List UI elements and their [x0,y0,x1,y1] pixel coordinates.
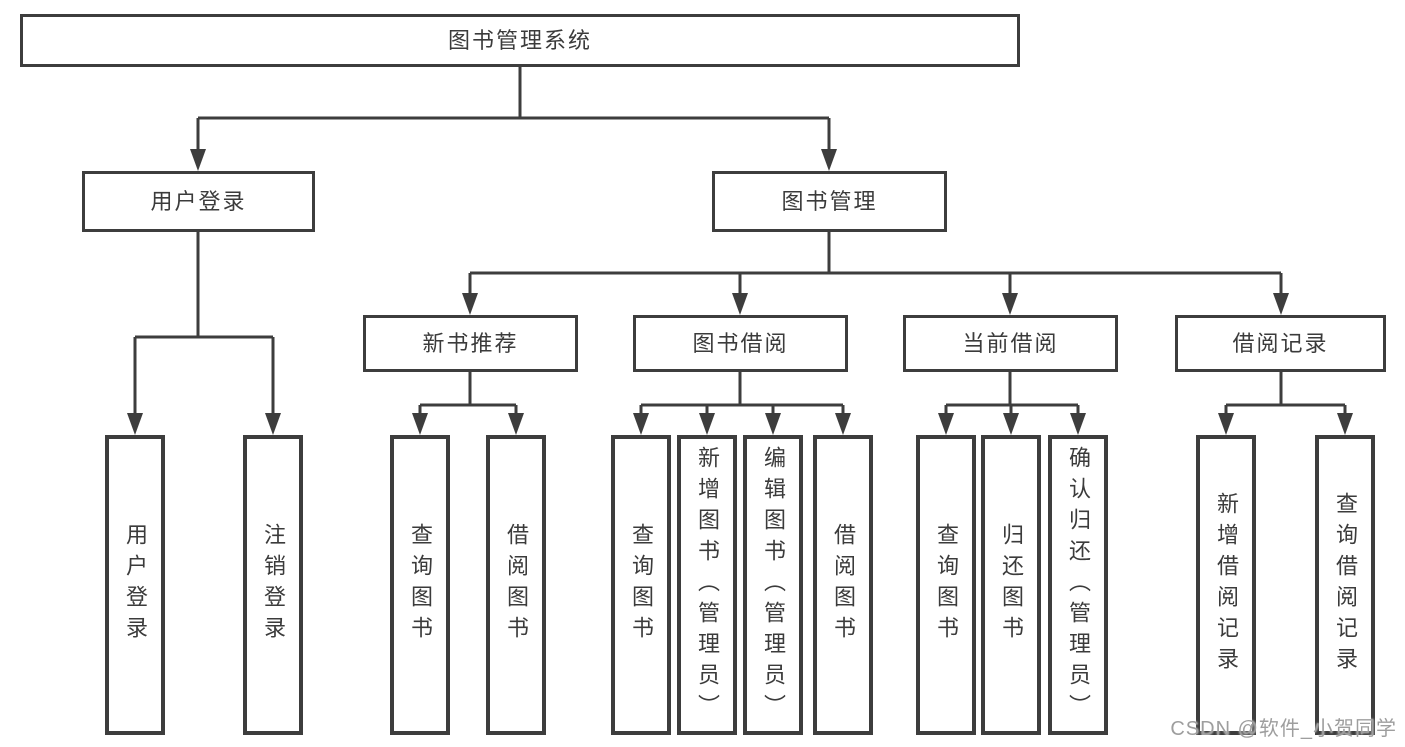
node-label: 用户登录 [150,188,247,214]
node-label: 图书借阅 [692,330,789,356]
leaf-add-books-admin: 新增图书（管理员） [677,435,737,735]
node-root-library-management-system: 图书管理系统 [20,14,1020,67]
leaf-logout: 注销登录 [243,435,303,735]
node-label: 编辑图书（管理员） [761,445,786,725]
node-label: 当前借阅 [962,330,1059,356]
node-label: 新书推荐 [422,330,519,356]
leaf-confirm-return-admin: 确认归还（管理员） [1048,435,1108,735]
node-label: 图书管理系统 [447,27,592,53]
node-current-borrow: 当前借阅 [903,315,1118,372]
node-label: 查询借阅记录 [1333,492,1358,678]
node-label: 查询图书 [408,523,433,647]
node-label: 用户登录 [123,523,148,647]
leaf-borrow-books: 借阅图书 [813,435,873,735]
node-label: 图书管理 [781,188,878,214]
leaf-query-books-current: 查询图书 [916,435,976,735]
csdn-watermark: CSDN @软件_小贺同学 [1170,718,1397,740]
node-label: 借阅图书 [504,523,529,647]
node-label: 查询图书 [629,523,654,647]
node-borrow-records: 借阅记录 [1175,315,1386,372]
leaf-query-books-borrow: 查询图书 [611,435,671,735]
node-label: 新增借阅记录 [1214,492,1239,678]
node-book-management: 图书管理 [712,171,947,232]
leaf-query-books-recommend: 查询图书 [390,435,450,735]
leaf-user-login: 用户登录 [105,435,165,735]
leaf-return-books: 归还图书 [981,435,1041,735]
node-user-login: 用户登录 [82,171,315,232]
node-label: 查询图书 [934,523,959,647]
node-label: 借阅记录 [1232,330,1329,356]
node-new-book-recommend: 新书推荐 [363,315,578,372]
node-label: 借阅图书 [831,523,856,647]
leaf-edit-books-admin: 编辑图书（管理员） [743,435,803,735]
node-label: 归还图书 [999,523,1024,647]
leaf-add-borrow-record: 新增借阅记录 [1196,435,1256,735]
node-label: 注销登录 [261,523,286,647]
node-label: 确认归还（管理员） [1066,445,1091,725]
node-book-borrow: 图书借阅 [633,315,848,372]
leaf-borrow-books-recommend: 借阅图书 [486,435,546,735]
leaf-query-borrow-record: 查询借阅记录 [1315,435,1375,735]
node-label: 新增图书（管理员） [695,445,720,725]
